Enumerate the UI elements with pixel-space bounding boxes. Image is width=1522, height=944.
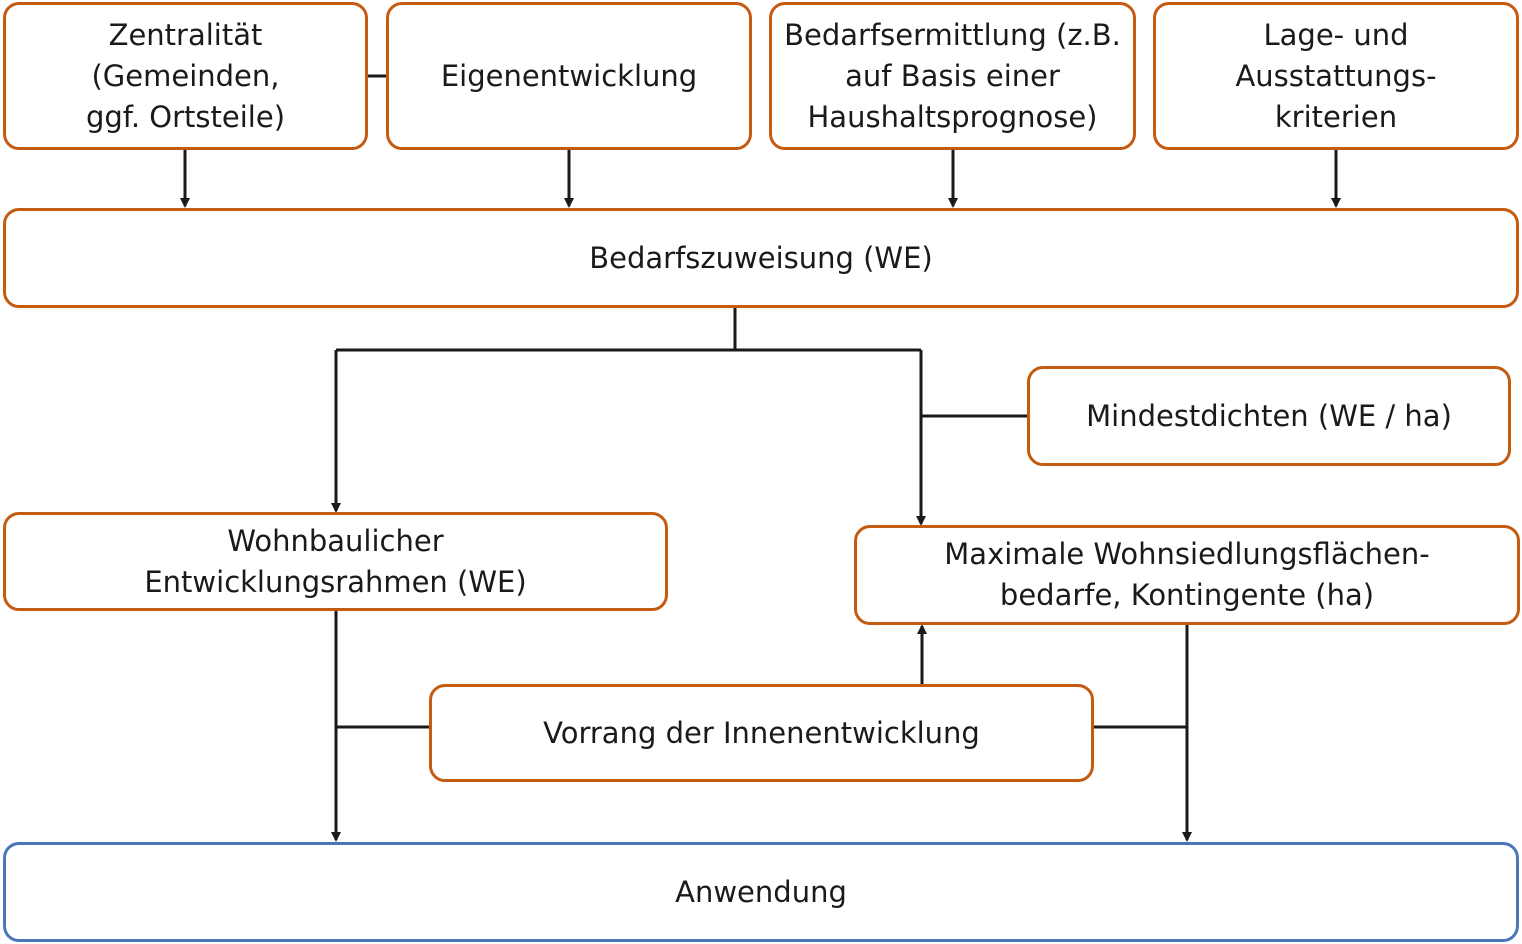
node-bedarfsermittlung-label: Bedarfsermittlung (z.B. auf Basis einer … — [784, 17, 1121, 134]
node-vorrang-label: Vorrang der Innenentwicklung — [543, 715, 980, 750]
node-anwendung-label: Anwendung — [675, 874, 847, 909]
node-maximale: Maximale Wohnsiedlungsflächen- bedarfe, … — [854, 525, 1520, 625]
node-bedarfsermittlung: Bedarfsermittlung (z.B. auf Basis einer … — [769, 2, 1136, 150]
node-vorrang: Vorrang der Innenentwicklung — [429, 684, 1094, 782]
node-bedarfszuweisung: Bedarfszuweisung (WE) — [3, 208, 1519, 308]
node-zentralitaet-label: Zentralität (Gemeinden, ggf. Ortsteile) — [85, 17, 286, 134]
node-mindestdichten-label: Mindestdichten (WE / ha) — [1086, 398, 1452, 433]
node-anwendung: Anwendung — [3, 842, 1519, 942]
node-wohnbaulicher-label: Wohnbaulicher Entwicklungsrahmen (WE) — [144, 523, 527, 599]
node-zentralitaet: Zentralität (Gemeinden, ggf. Ortsteile) — [3, 2, 368, 150]
node-lage-label: Lage- und Ausstattungs- kriterien — [1235, 17, 1437, 134]
node-mindestdichten: Mindestdichten (WE / ha) — [1027, 366, 1511, 466]
node-lage: Lage- und Ausstattungs- kriterien — [1153, 2, 1519, 150]
node-maximale-label: Maximale Wohnsiedlungsflächen- bedarfe, … — [944, 537, 1430, 612]
node-eigenentwicklung-label: Eigenentwicklung — [440, 58, 698, 93]
node-wohnbaulicher: Wohnbaulicher Entwicklungsrahmen (WE) — [3, 512, 668, 611]
node-bedarfszuweisung-label: Bedarfszuweisung (WE) — [589, 240, 933, 275]
node-eigenentwicklung: Eigenentwicklung — [386, 2, 752, 150]
